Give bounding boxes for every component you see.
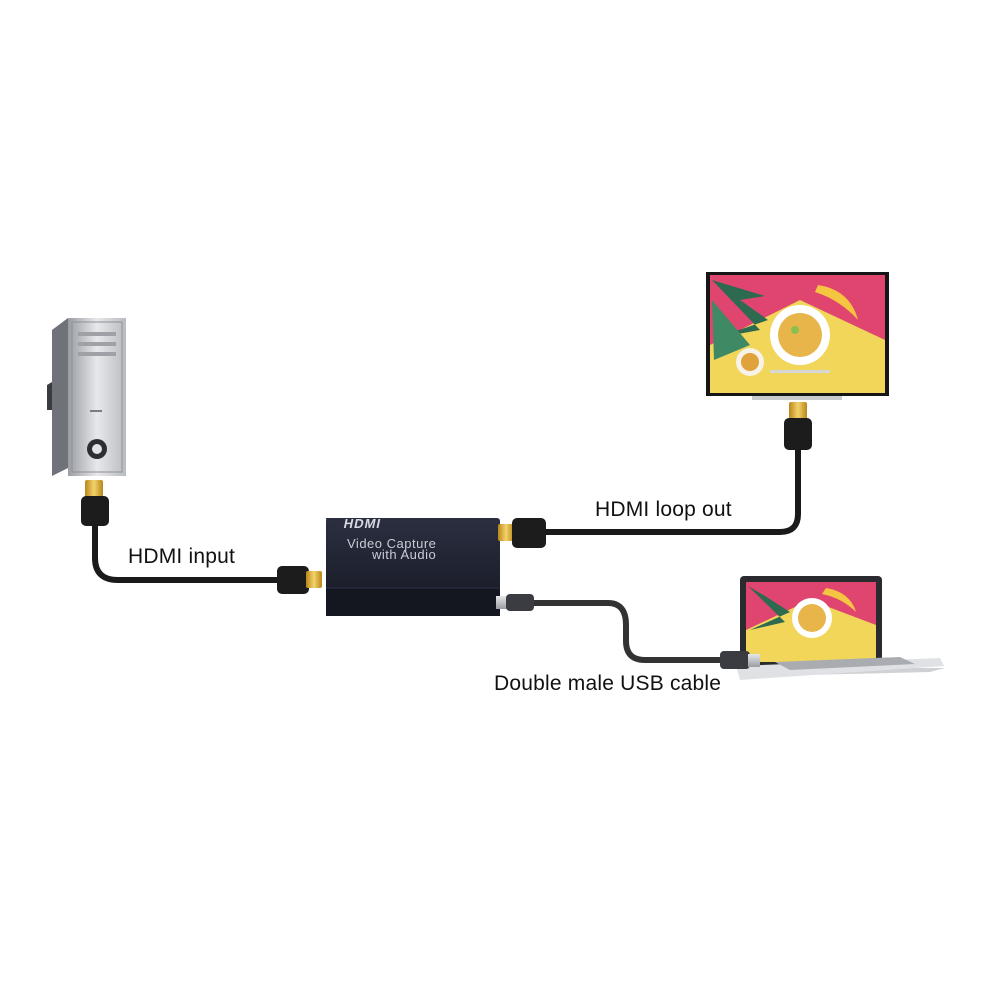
usb-cable xyxy=(532,600,722,663)
hdmi-input-cable xyxy=(92,525,278,583)
tower-hdmi-plug xyxy=(81,480,109,526)
laptop-usb-plug xyxy=(720,651,760,669)
pc-tower xyxy=(47,318,126,476)
device-text-line2: with Audio xyxy=(372,547,437,562)
hdmi-loop-out-cable xyxy=(545,448,801,535)
capture-device xyxy=(326,518,500,616)
hdmi-input-label: HDMI input xyxy=(128,545,236,568)
device-output-hdmi-plug xyxy=(498,518,546,548)
tv-hdmi-plug xyxy=(784,402,812,450)
tv-monitor xyxy=(706,272,889,400)
device-hdmi-logo: HDMI xyxy=(342,516,383,531)
device-usb-plug xyxy=(496,594,534,611)
usb-cable-label: Double male USB cable xyxy=(494,672,722,695)
laptop xyxy=(736,576,945,680)
device-text-line1: Video Capture xyxy=(347,536,437,551)
hdmi-loop-out-label: HDMI loop out xyxy=(595,498,732,521)
device-input-hdmi-plug xyxy=(277,566,322,594)
